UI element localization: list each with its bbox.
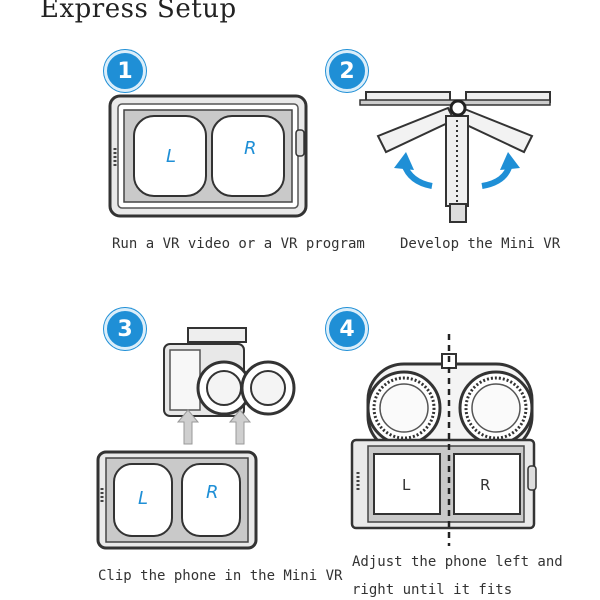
step-1-caption: Run a VR video or a VR program: [112, 236, 365, 252]
phone-vr-screen-illustration: L R: [108, 94, 308, 218]
step-1-badge: 1: [104, 50, 146, 92]
right-eye-label: R: [244, 138, 257, 159]
adjust-phone-illustration: L R: [350, 334, 537, 546]
step-3-badge: 3: [104, 308, 146, 350]
right-eye-label: R: [206, 482, 219, 503]
left-eye-label: L: [166, 146, 176, 167]
step-4-badge: 4: [326, 308, 368, 350]
page-title: Express Setup: [40, 0, 237, 24]
clip-phone-illustration: L R: [96, 327, 296, 550]
step-4-caption-line-2: right until it fits: [352, 582, 513, 598]
step-3-caption: Clip the phone in the Mini VR: [98, 568, 343, 584]
left-eye-label: L: [402, 476, 411, 494]
step-4-caption-line-1: Adjust the phone left and: [352, 554, 563, 570]
right-eye-label: R: [480, 476, 490, 494]
step-2-badge: 2: [326, 50, 368, 92]
left-eye-label: L: [138, 488, 148, 509]
step-2-caption: Develop the Mini VR: [400, 236, 561, 252]
mini-vr-unfold-illustration: [359, 91, 551, 223]
